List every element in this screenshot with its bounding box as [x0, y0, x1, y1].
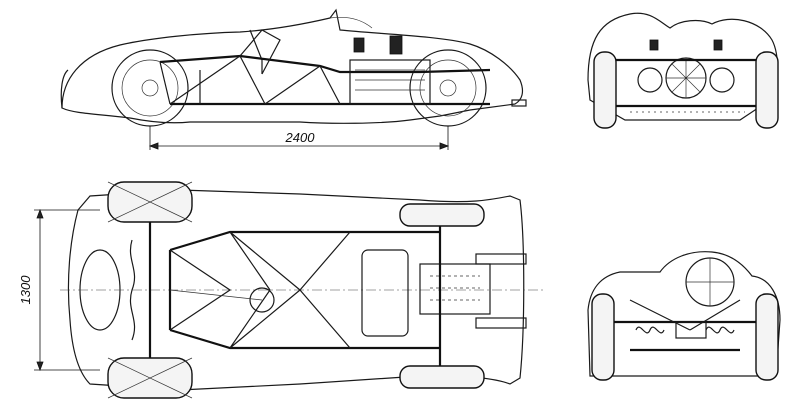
rear-view-left-tyre: [591, 293, 615, 381]
right-carb: [713, 39, 723, 51]
rear-hub: [439, 79, 457, 97]
headrest: [329, 16, 373, 29]
carburettor: [389, 35, 403, 55]
steering-spokes: [686, 258, 734, 306]
side-view: 2400: [60, 8, 527, 150]
front-view-left-tyre: [593, 51, 617, 129]
plan-frame-bracing: [169, 231, 351, 349]
gearbox-bolts: [430, 275, 480, 301]
nose-line: [60, 69, 69, 109]
plan-gearbox: [419, 263, 491, 315]
fan-blades: [666, 58, 706, 98]
front-spring: [129, 239, 136, 341]
plan-engine: [361, 249, 409, 337]
front-view-crossmembers: [616, 58, 756, 108]
left-cylinder: [637, 67, 663, 93]
front-steering-sweep: [107, 181, 193, 399]
rear-view-right-tyre: [755, 293, 779, 381]
rear-body-outline: [587, 251, 781, 377]
plan-body-outline: [67, 189, 525, 391]
front-rim: [121, 59, 179, 117]
exhaust-right: [475, 317, 527, 329]
wheelbase-label: 2400: [285, 130, 316, 145]
roll-hoop: [239, 29, 281, 75]
differential: [675, 321, 707, 339]
engine-block: [349, 59, 431, 105]
rear-rim: [419, 59, 477, 117]
air-filter: [353, 37, 365, 53]
rear-view-springs: [635, 326, 735, 334]
front-view-right-tyre: [755, 51, 779, 129]
track-arrows: [36, 208, 44, 372]
plan-rear-right-tyre: [399, 365, 485, 389]
rear-view: [587, 251, 781, 381]
left-carb: [649, 39, 659, 51]
front-hub: [141, 79, 159, 97]
rear-view-struts: [629, 299, 741, 331]
body-outline: [61, 8, 524, 124]
plan-view: 1300: [18, 181, 545, 399]
plan-rear-left-tyre: [399, 203, 485, 227]
wheelbase-arrows: [148, 142, 450, 150]
plan-steering-wheel: [249, 287, 275, 313]
upper-frame-rail: [159, 54, 491, 74]
right-cylinder: [709, 67, 735, 93]
exhaust-tip: [511, 99, 527, 107]
steering-column: [169, 289, 263, 301]
front-view: [587, 12, 779, 129]
frame-bracing: [159, 55, 341, 105]
track-width-label: 1300: [18, 275, 33, 305]
rear-view-crossmembers: [614, 320, 756, 352]
engine-fins: [355, 69, 425, 91]
exhaust-left: [475, 253, 527, 265]
